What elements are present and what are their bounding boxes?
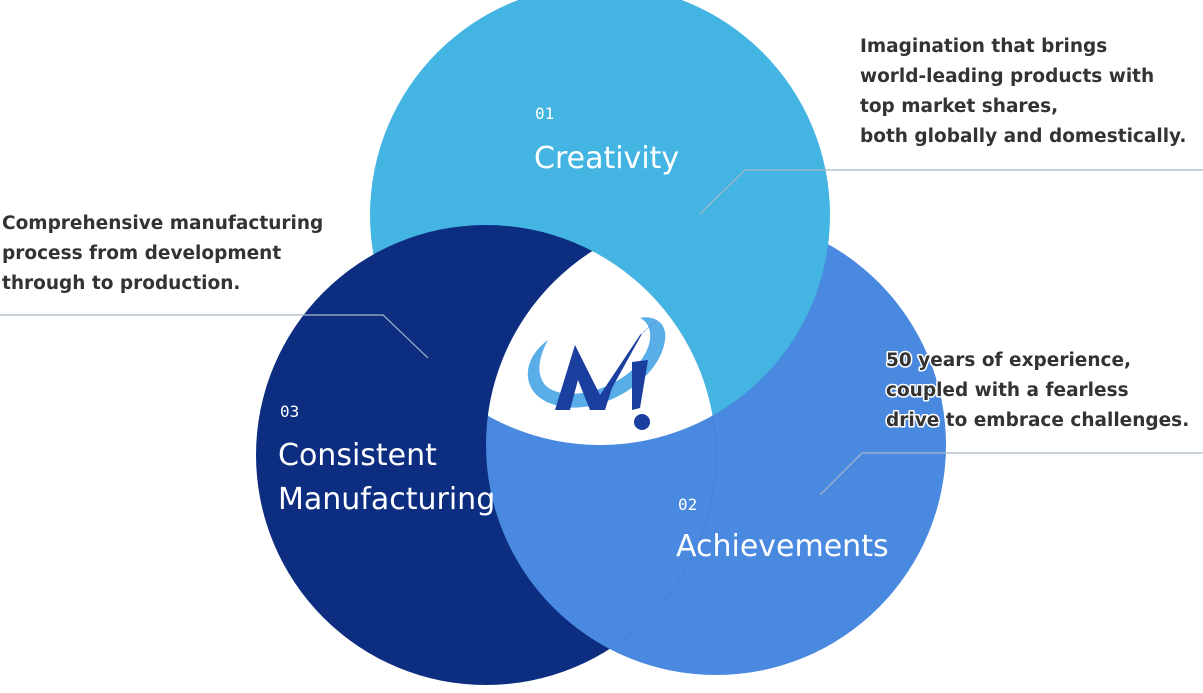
company-logo-icon — [527, 317, 666, 430]
manufacturing-desc-line-2: process from development — [2, 243, 281, 264]
leader-line-achievements — [819, 452, 1203, 496]
manufacturing-number: 03 — [280, 402, 299, 421]
achievements-desc-line-2: coupled with a fearless — [886, 380, 1129, 401]
creativity-title: Creativity — [534, 141, 679, 176]
leader-line-manufacturing — [0, 314, 429, 359]
manufacturing-title-line-1: Consistent — [278, 438, 437, 473]
overlap-creativity-achievements — [486, 215, 830, 445]
manufacturing-desc-line-3: through to production. — [2, 273, 240, 294]
achievements-title: Achievements — [676, 529, 889, 564]
manufacturing-desc-line-1: Comprehensive manufacturing — [2, 213, 323, 234]
creativity-desc-line-1: Imagination that brings — [860, 36, 1107, 57]
creativity-desc-line-2: world-leading products with — [860, 66, 1154, 87]
creativity-number: 01 — [535, 104, 554, 123]
achievements-desc-line-3: drive to embrace challenges. — [886, 410, 1189, 431]
manufacturing-title-line-2: Manufacturing — [278, 482, 495, 517]
creativity-desc-line-4: both globally and domestically. — [860, 126, 1186, 147]
achievements-number: 02 — [678, 495, 697, 514]
leader-line-creativity — [699, 169, 1203, 215]
creativity-desc-line-3: top market shares, — [860, 96, 1058, 117]
center-intersection — [486, 225, 716, 445]
achievements-desc-line-1: 50 years of experience, — [886, 350, 1131, 371]
